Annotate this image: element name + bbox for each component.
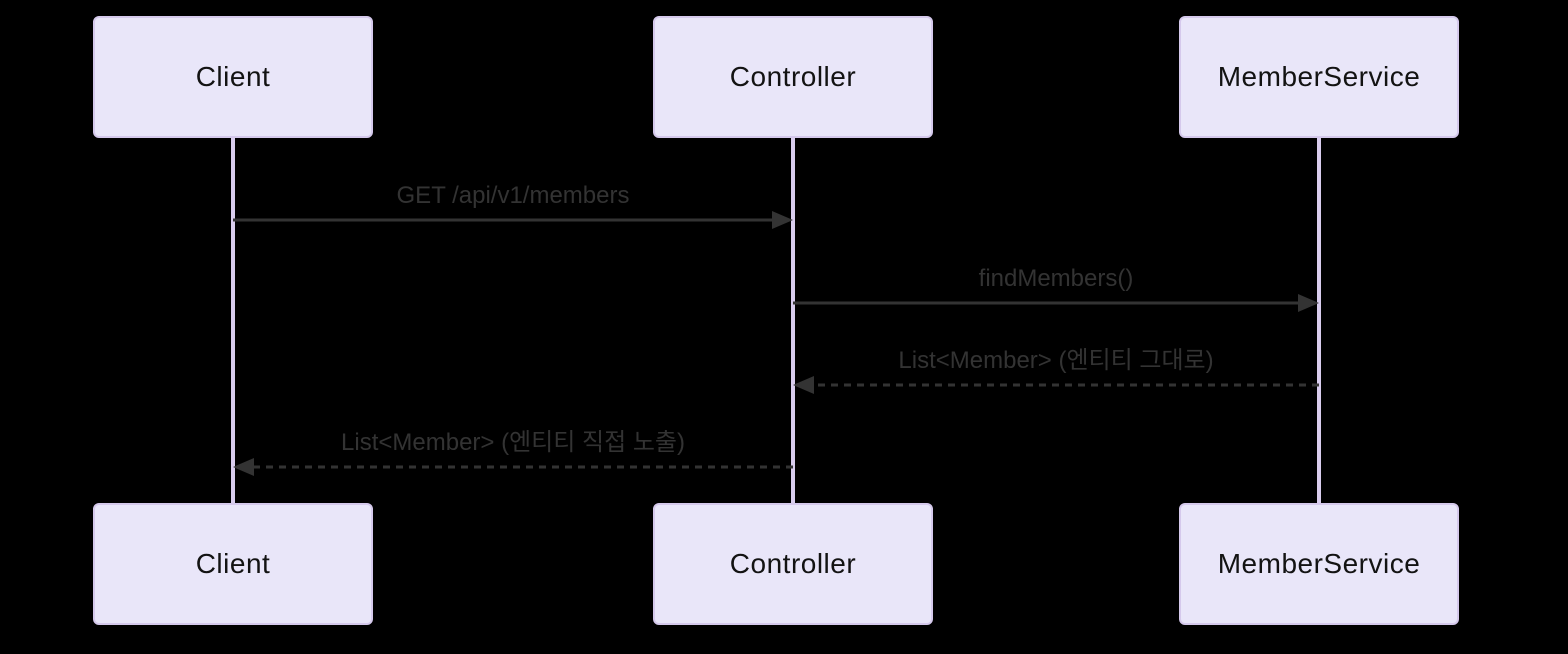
message-label-4: List<Member> (엔티티 직접 노출) bbox=[341, 429, 685, 456]
actor-memberservice-bottom: MemberService bbox=[1179, 503, 1459, 625]
actor-controller-bottom: Controller bbox=[653, 503, 933, 625]
message-label-1: GET /api/v1/members bbox=[396, 182, 630, 209]
actor-controller-top: Controller bbox=[653, 16, 933, 138]
message-label-3: List<Member> (엔티티 그대로) bbox=[898, 347, 1214, 374]
actor-client-bottom: Client bbox=[93, 503, 373, 625]
actor-memberservice-top: MemberService bbox=[1179, 16, 1459, 138]
arrowhead-left-icon bbox=[793, 376, 814, 394]
arrowhead-right-icon bbox=[1298, 294, 1319, 312]
arrowhead-left-icon bbox=[233, 458, 254, 476]
actor-client-top: Client bbox=[93, 16, 373, 138]
message-label-2: findMembers() bbox=[978, 265, 1134, 292]
arrowhead-right-icon bbox=[772, 211, 793, 229]
